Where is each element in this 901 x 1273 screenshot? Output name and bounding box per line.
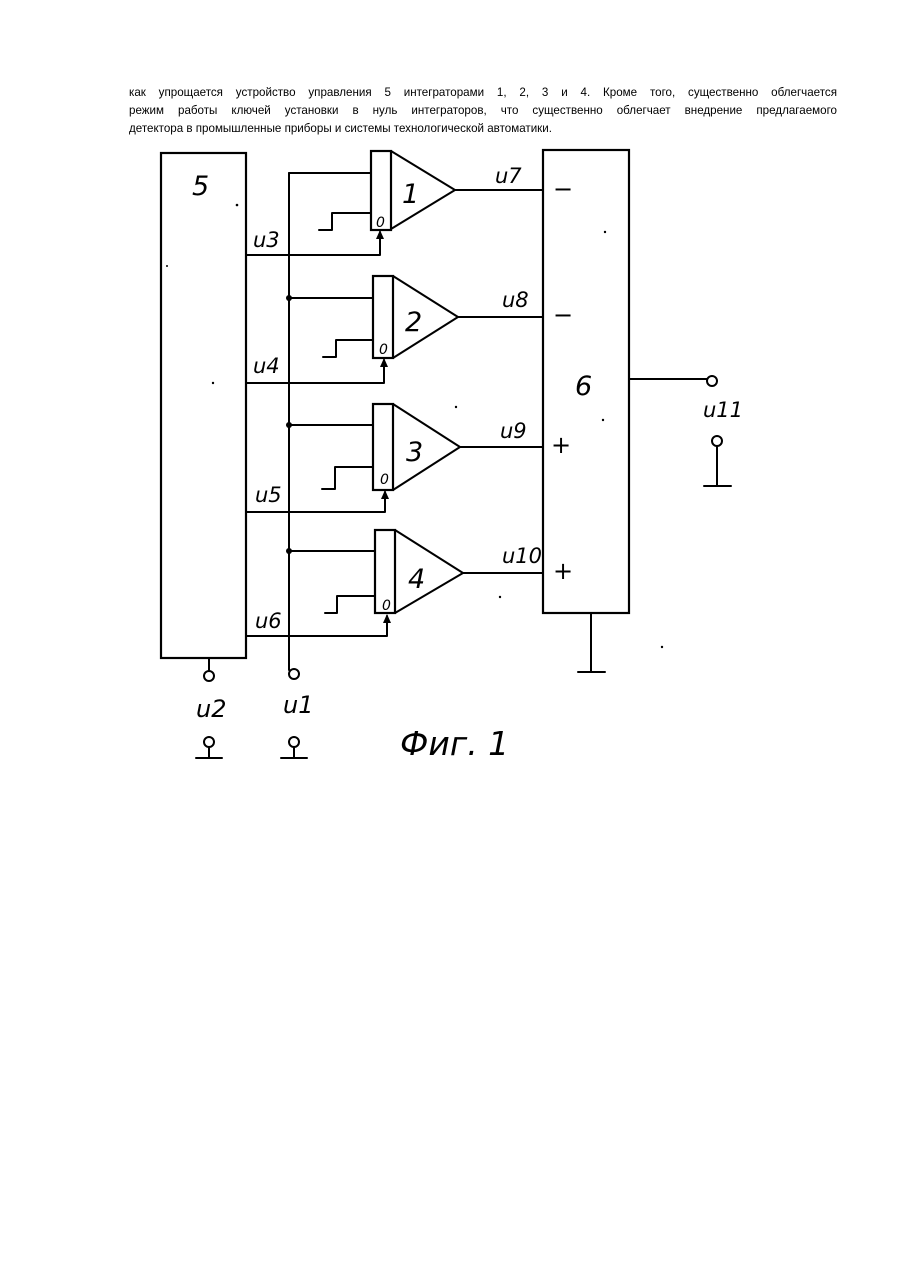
signal-u6-label: u6 — [255, 609, 282, 633]
ground-terminal-u11 — [712, 436, 722, 446]
scan-speck — [602, 419, 604, 421]
scan-speck — [499, 596, 501, 598]
block-6-ground — [578, 613, 605, 672]
integrator-4-reset: 0 — [382, 598, 391, 614]
signal-u9-label: u9 — [500, 419, 527, 443]
integrator-3-reset: 0 — [380, 472, 389, 488]
ground-terminal-u1 — [281, 737, 307, 758]
signal-u10-label: u10 — [502, 544, 542, 568]
scan-speck — [604, 231, 606, 233]
integrator-2-label: 2 — [405, 307, 422, 338]
scan-speck — [236, 204, 239, 207]
integrator-1-reset: 0 — [376, 215, 385, 231]
ground-terminal-u2 — [196, 737, 222, 758]
signal-u8-label: u8 — [502, 288, 529, 312]
block-6-input-1-sign: − — [553, 175, 573, 203]
ground-symbol — [704, 446, 731, 486]
scan-speck — [455, 406, 457, 408]
integrator-3-label: 3 — [406, 437, 423, 468]
terminal-u11 — [707, 376, 717, 386]
integrator-2-reset: 0 — [379, 342, 388, 358]
block-6-input-4-sign: + — [553, 557, 573, 585]
terminal-u2-label: u2 — [196, 695, 226, 723]
terminal-u11-label: u11 — [703, 398, 743, 422]
block-6-label: 6 — [575, 371, 592, 402]
terminal-u2 — [204, 671, 214, 681]
block-5 — [161, 153, 246, 658]
integrator-4 — [246, 530, 543, 636]
terminal-u1 — [289, 669, 299, 679]
block-6-input-3-sign: + — [551, 431, 571, 459]
signal-u7-label: u7 — [495, 164, 522, 188]
scan-speck — [661, 646, 663, 648]
terminal-u1-label: u1 — [283, 691, 313, 719]
integrator-3 — [246, 404, 543, 512]
block-6-input-2-sign: − — [553, 301, 573, 329]
scan-speck — [166, 265, 168, 267]
signal-u3-label: u3 — [253, 228, 280, 252]
scan-speck — [212, 382, 214, 384]
figure-caption: Фиг. 1 — [400, 724, 509, 763]
integrator-2 — [246, 276, 543, 383]
signal-u5-label: u5 — [255, 483, 282, 507]
block-5-label: 5 — [192, 171, 209, 202]
integrator-4-label: 4 — [408, 564, 425, 595]
signal-u4-label: u4 — [253, 354, 280, 378]
integrator-1-label: 1 — [402, 179, 419, 210]
